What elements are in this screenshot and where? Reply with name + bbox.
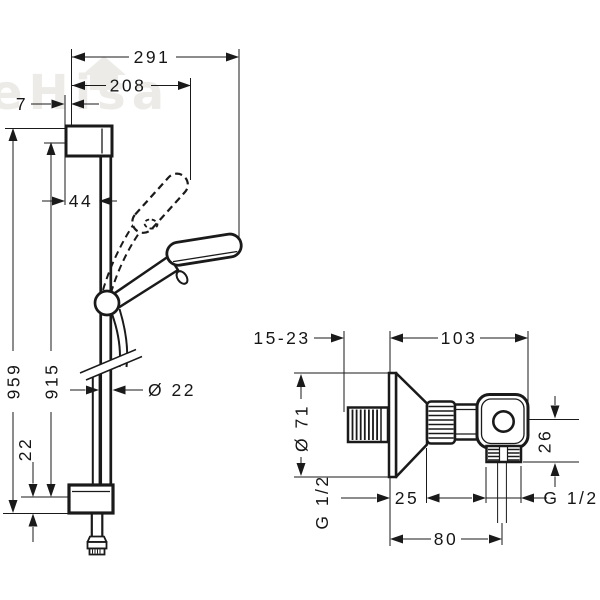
dim-label-bottom-offset: 22	[15, 437, 35, 461]
nut-body	[425, 400, 457, 445]
shower-handle	[110, 254, 180, 310]
dim-label-body-depth: 103	[441, 328, 478, 348]
nut-ribs	[428, 405, 454, 439]
dim-label-escutcheon-depth: 25	[395, 488, 419, 508]
dashed-hook	[143, 218, 159, 230]
dim-escutcheon-depth-and-threads: G 1/2 25 G 1/2	[312, 474, 598, 529]
shower-rail	[99, 156, 113, 485]
dim-holder-width: 208	[72, 76, 191, 180]
break-mask	[80, 349, 142, 380]
dim-escutcheon-diameter: Ø 71	[292, 374, 312, 476]
shower-hook	[175, 270, 189, 285]
reference-lines	[3, 128, 69, 514]
arrowheads	[331, 333, 344, 343]
arrowheads	[72, 81, 191, 90]
valve-head	[475, 393, 530, 450]
shower-head-face-line	[172, 250, 238, 263]
handle-circle	[491, 409, 515, 433]
escutcheon	[387, 371, 429, 479]
dim-overall-height: 959	[4, 128, 24, 513]
dim-label-bar-height: 915	[42, 363, 62, 400]
arrowheads	[390, 534, 502, 544]
house-icon	[82, 56, 126, 75]
dim-label-bar-distance: 44	[69, 191, 93, 211]
dim-overall-width: 291	[71, 47, 240, 245]
dim-bar-height: 915	[42, 142, 62, 497]
head-inner	[480, 398, 525, 445]
dim-label-holder-width: 208	[110, 76, 147, 96]
wall-bracket-bottom	[67, 483, 115, 515]
dim-bar-diameter: Ø 22	[70, 380, 196, 400]
dim-label-overall-height: 959	[4, 363, 24, 400]
outlet-connector	[485, 444, 523, 464]
dim-wall-range: 15-23	[253, 328, 344, 348]
hand-shower	[93, 232, 243, 317]
dim-label-outlet-spacing: 80	[434, 529, 458, 549]
outlet-dividers	[498, 447, 509, 461]
watermark: eHisa	[0, 56, 170, 121]
dim-label-outlet-drop: 26	[535, 429, 555, 453]
inlet-pipe	[346, 406, 390, 444]
connection-nut	[425, 400, 457, 445]
neck-lines	[456, 408, 476, 435]
hose-connector-nut	[86, 535, 108, 556]
outlet-ribs	[488, 448, 520, 461]
connector-band	[86, 541, 108, 550]
shower-head	[165, 232, 243, 267]
rail-break-symbol	[79, 348, 143, 381]
dim-top-offset: 7	[16, 94, 99, 205]
dim-label-overall-width: 291	[134, 47, 171, 67]
dim-label-bar-diameter: Ø 22	[148, 380, 196, 400]
valve-neck	[453, 403, 479, 441]
dim-label-outlet-thread: G 1/2	[543, 488, 598, 508]
wall-bracket-top	[64, 124, 114, 158]
arrowheads	[51, 99, 84, 109]
dim-body-depth: 103	[390, 328, 528, 348]
bracket-body	[64, 124, 114, 158]
dim-outlet-drop: 26	[535, 396, 560, 487]
arrowheads	[86, 385, 126, 395]
dim-bar-distance: 44	[42, 191, 117, 211]
dim-outlet-spacing: 80	[390, 529, 502, 549]
dim-label-top-offset: 7	[16, 94, 28, 114]
pipe-threads	[351, 409, 378, 440]
hose-tail	[90, 513, 104, 537]
break-lines	[79, 348, 143, 381]
dim-label-inlet-thread: G 1/2	[312, 474, 332, 529]
rail-slider	[93, 289, 121, 317]
house-icon-body	[90, 75, 118, 90]
arrowheads	[28, 484, 38, 527]
dim-bottom-offset: 22	[15, 437, 38, 542]
dim-label-wall-range: 15-23	[253, 328, 310, 348]
escutcheon-face	[387, 371, 398, 479]
escutcheon-cone	[394, 371, 429, 479]
shower-hose-lower	[91, 371, 101, 486]
dim-label-escutcheon-diameter: Ø 71	[292, 404, 312, 452]
angle-valve-drawing: 15-23 103 Ø 71 26 G 1/2 25 G 1/2	[253, 328, 598, 549]
dim-line	[71, 49, 240, 245]
watermark-text: eHisa	[0, 65, 170, 121]
hand-shower-raised-dashed	[102, 172, 189, 294]
bracket-body	[67, 483, 115, 515]
shower-rail-set-drawing: 291 208 7 44 Ø 22 959	[3, 47, 243, 556]
connector-ribs	[92, 549, 101, 554]
dashed-shower-head	[131, 172, 189, 234]
shower-head-body	[165, 232, 243, 267]
